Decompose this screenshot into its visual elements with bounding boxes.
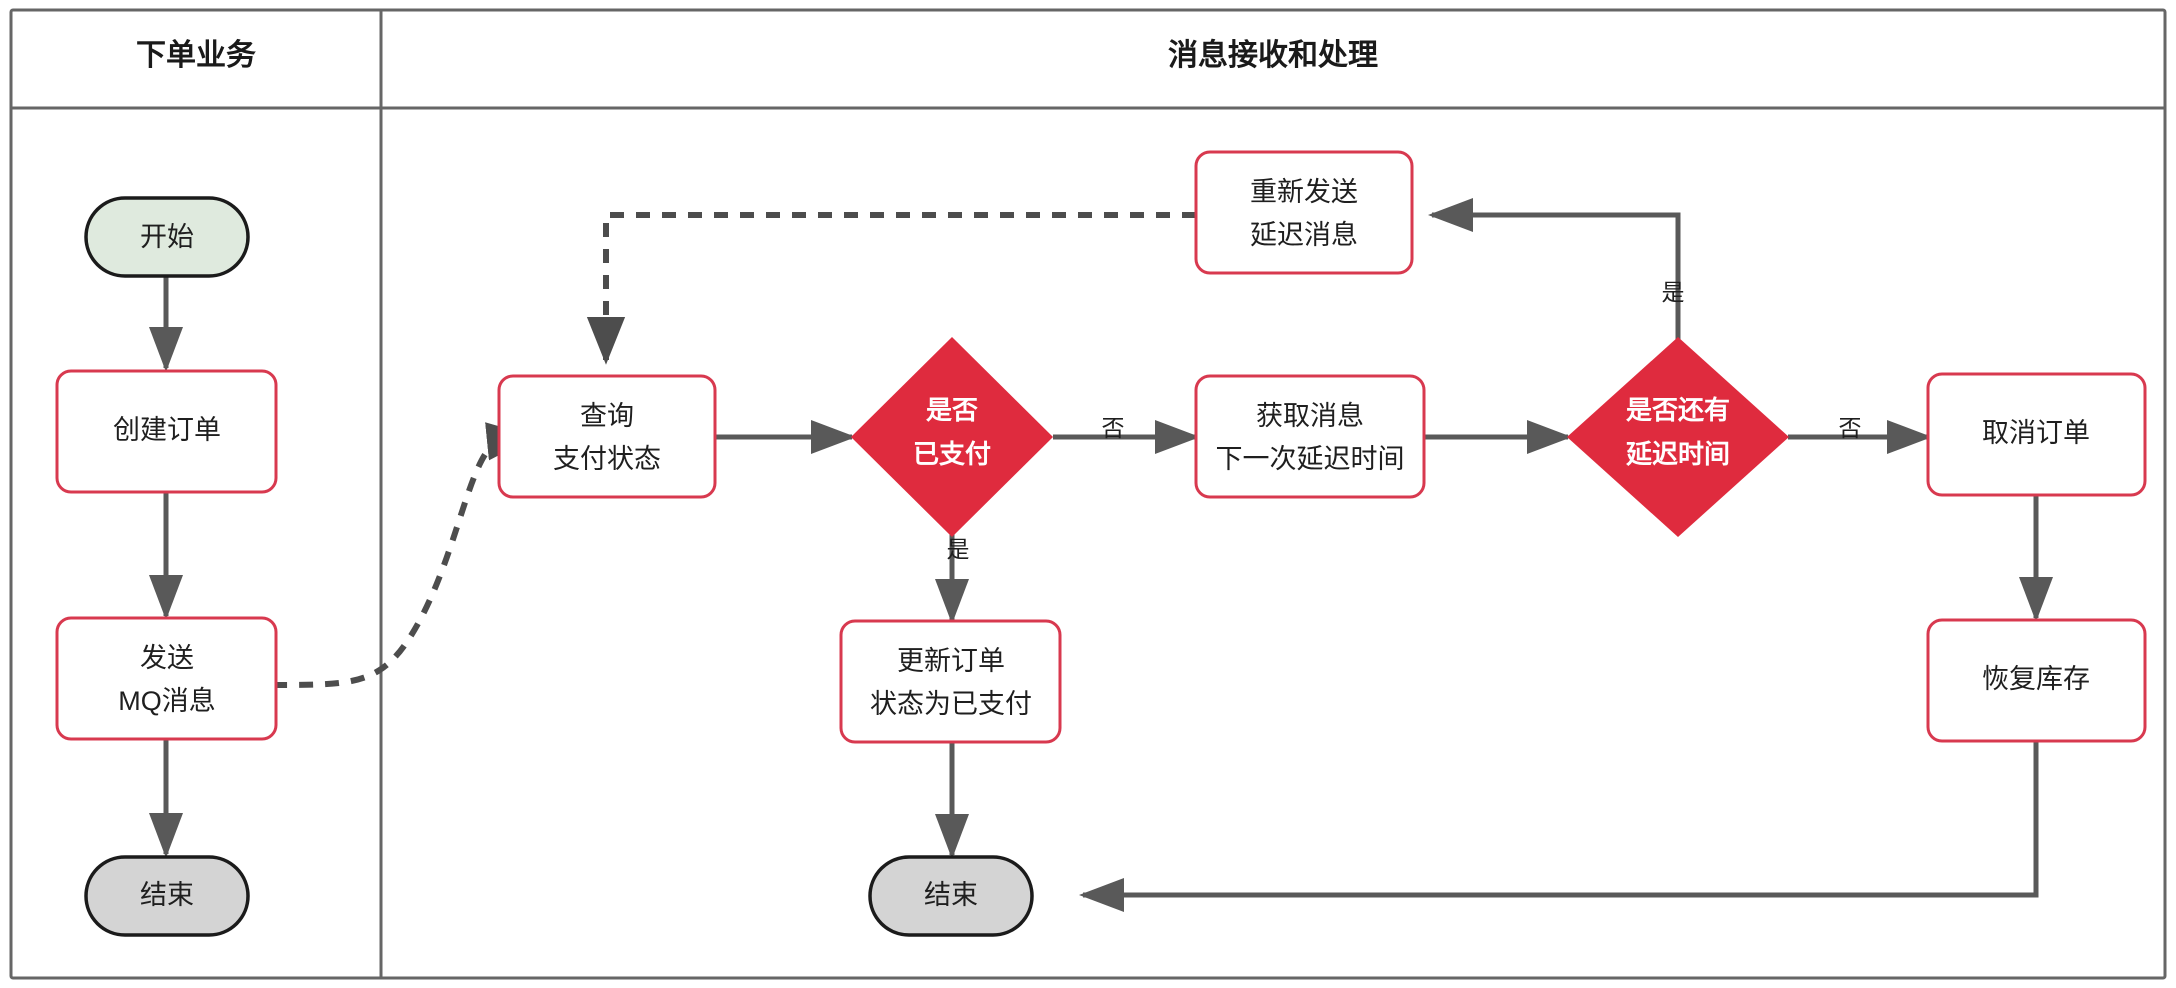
node-create-order-label: 创建订单 bbox=[113, 415, 221, 445]
node-query-payment-status[interactable]: 查询 支付状态 bbox=[497, 374, 717, 499]
node-query-label-line2: 支付状态 bbox=[553, 444, 661, 474]
edge-label-delay-yes: 是 bbox=[1662, 279, 1685, 305]
node-end-left[interactable]: 结束 bbox=[84, 855, 250, 937]
node-send-mq[interactable]: 发送 MQ消息 bbox=[55, 616, 278, 741]
edge-label-paid-yes: 是 bbox=[947, 536, 970, 562]
edge-label-delay-no: 否 bbox=[1839, 415, 1862, 441]
node-send-mq-label-line1: 发送 bbox=[140, 643, 194, 673]
node-decide-is-paid-label-line1: 是否 bbox=[926, 395, 978, 425]
node-update-order-label-line2: 状态为已支付 bbox=[870, 689, 1032, 719]
node-end-right[interactable]: 结束 bbox=[868, 855, 1034, 937]
node-resend-delayed-message[interactable]: 重新发送 延迟消息 bbox=[1194, 150, 1414, 275]
node-update-order-label-line1: 更新订单 bbox=[897, 646, 1005, 676]
node-query-label-line1: 查询 bbox=[580, 401, 634, 431]
node-get-message-next-delay[interactable]: 获取消息 下一次延迟时间 bbox=[1194, 374, 1426, 499]
edge-resend-to-query-dashed bbox=[586, 212, 1196, 365]
node-restore-stock[interactable]: 恢复库存 bbox=[1926, 618, 2147, 743]
node-start[interactable]: 开始 bbox=[84, 196, 250, 278]
node-decide-is-paid[interactable]: 是否 已支付 bbox=[851, 337, 1053, 537]
node-start-label: 开始 bbox=[140, 222, 194, 252]
node-get-message-label-line1: 获取消息 bbox=[1256, 401, 1364, 431]
node-send-mq-label-line2: MQ消息 bbox=[118, 686, 216, 716]
lane-title-order: 下单业务 bbox=[136, 39, 256, 72]
node-restore-stock-label: 恢复库存 bbox=[1982, 664, 2090, 694]
node-decide-has-delay-time[interactable]: 是否还有 延迟时间 bbox=[1567, 337, 1789, 537]
node-end-left-label: 结束 bbox=[140, 880, 194, 910]
node-resend-label-line1: 重新发送 bbox=[1250, 177, 1358, 207]
node-create-order[interactable]: 创建订单 bbox=[55, 369, 278, 494]
lane-title-message: 消息接收和处理 bbox=[1168, 38, 1378, 72]
node-get-message-label-line2: 下一次延迟时间 bbox=[1216, 444, 1405, 474]
node-decide-has-delay-label-line2: 延迟时间 bbox=[1625, 439, 1730, 469]
node-cancel-order[interactable]: 取消订单 bbox=[1926, 372, 2147, 497]
edge-decide-delay-yes-to-resend bbox=[1427, 198, 1681, 343]
node-resend-label-line2: 延迟消息 bbox=[1250, 220, 1358, 250]
node-cancel-order-label: 取消订单 bbox=[1982, 418, 2090, 448]
edges-group bbox=[149, 198, 2053, 912]
edge-label-paid-no: 否 bbox=[1102, 415, 1125, 441]
lane-frame bbox=[9, 8, 2167, 980]
edge-send-mq-to-query-dashed bbox=[272, 422, 535, 688]
node-decide-has-delay-label-line1: 是否还有 bbox=[1626, 395, 1730, 425]
node-decide-is-paid-label-line2: 已支付 bbox=[913, 439, 991, 469]
edge-restore-stock-to-end-right bbox=[1078, 741, 2039, 912]
node-end-right-label: 结束 bbox=[924, 880, 978, 910]
node-update-order-status[interactable]: 更新订单 状态为已支付 bbox=[839, 619, 1062, 744]
